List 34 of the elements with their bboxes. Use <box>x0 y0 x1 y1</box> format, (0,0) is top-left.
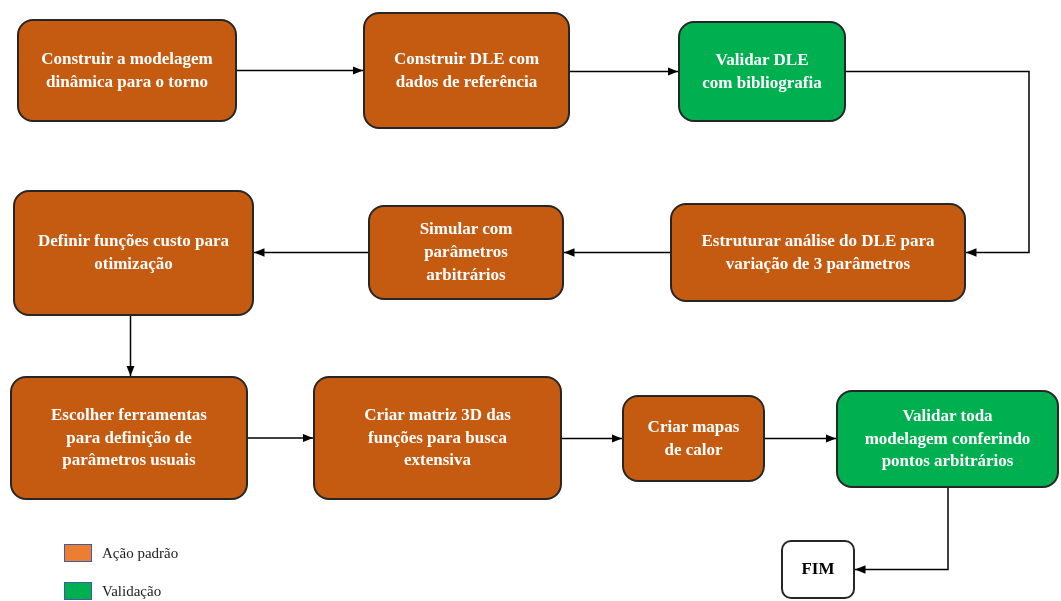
legend-label: Ação padrão <box>102 544 179 562</box>
process-box <box>670 203 966 302</box>
process-box <box>622 395 765 482</box>
node-label: Escolher ferramentas para definição de parâmetros usuais <box>50 403 208 472</box>
arrow <box>126 315 135 377</box>
arrow <box>569 67 679 76</box>
node-label: Simular com parâmetros arbitrários <box>418 218 514 286</box>
arrow <box>845 70 1030 257</box>
process-box <box>13 190 254 316</box>
process-box <box>368 205 564 300</box>
node-label: FIM <box>801 558 835 581</box>
arrow <box>563 248 671 257</box>
process-box <box>678 21 846 122</box>
node-label: Construir DLE com dados de referência <box>392 47 541 93</box>
arrow <box>247 433 314 443</box>
process-box <box>17 19 237 122</box>
terminal-box <box>781 540 855 599</box>
node-label: Validar toda modelagem conferindo pontos arbitrários <box>863 404 1032 473</box>
arrow <box>854 487 949 574</box>
process-box <box>313 376 562 500</box>
process-box <box>363 12 570 129</box>
node-label: Definir funções custo para otimização <box>37 230 230 275</box>
node-label: Construir a modelagem dinâmica para o torno <box>41 47 213 93</box>
arrow <box>561 434 623 443</box>
legend-label: Validação <box>102 582 162 600</box>
arrow <box>764 434 837 443</box>
process-box <box>10 376 248 500</box>
node-label: Criar mapas de calor <box>646 415 741 461</box>
arrow <box>236 66 364 75</box>
node-label: Validar DLE com bibliografia <box>702 48 822 94</box>
arrow <box>253 248 369 257</box>
process-box <box>836 390 1059 488</box>
node-label: Estruturar análise do DLE para variação de 3 parâmetros <box>700 229 936 275</box>
node-label: Criar matriz 3D das funções para busca extensiva <box>363 403 512 472</box>
